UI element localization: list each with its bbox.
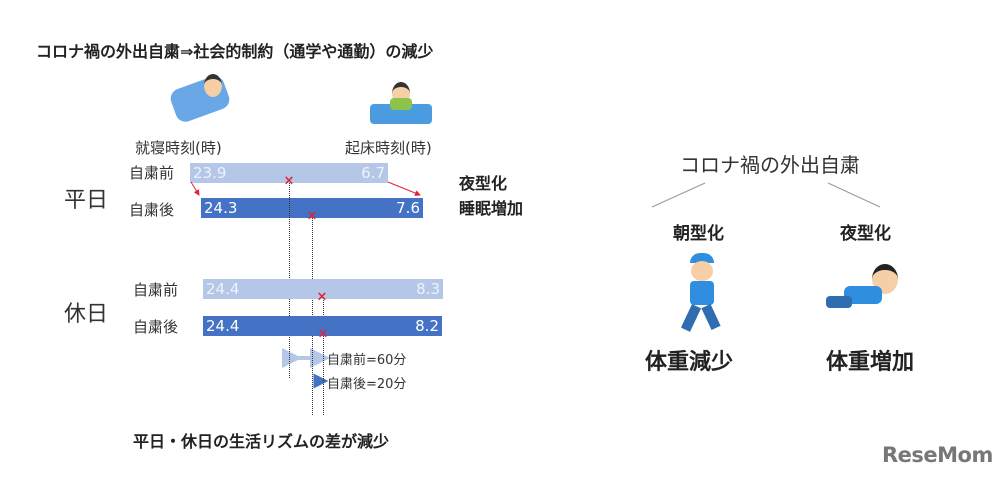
midpoint-line-holiday [323, 300, 324, 415]
bedtime-value: 24.3 [204, 199, 238, 217]
effect-line1: 夜型化 [459, 174, 508, 193]
holiday-before-label: 自粛前 [133, 281, 179, 299]
branch-line-left [651, 182, 706, 208]
weekday-label: 平日 [64, 188, 109, 213]
weekday-before-bar: 23.9 6.7 [190, 163, 388, 183]
branch-line-right [827, 182, 881, 208]
weekday-after-label: 自粛後 [129, 201, 175, 219]
waketime-value: 8.2 [415, 317, 439, 335]
right-title: コロナ禍の外出自粛 [680, 153, 860, 177]
waking-person-illustration [370, 78, 432, 130]
waketime-value: 8.3 [416, 280, 440, 298]
holiday-after-label: 自粛後 [133, 318, 179, 336]
night-type-label: 夜型化 [840, 224, 891, 244]
holiday-label: 休日 [64, 302, 109, 327]
bedtime-value: 24.4 [206, 317, 240, 335]
weekday-after-bar: 24.3 7.6 [201, 198, 423, 218]
midpoint-marker: × [316, 289, 328, 305]
sleeping-person-illustration [167, 72, 233, 125]
weekday-before-label: 自粛前 [129, 164, 175, 182]
waketime-header: 起床時刻(時) [345, 139, 432, 157]
midpoint-marker: × [306, 208, 318, 224]
diff-before-text: 自粛前=60分 [327, 353, 407, 368]
effect-line2: 睡眠増加 [459, 199, 524, 218]
running-person-illustration [678, 253, 728, 333]
waketime-value: 7.6 [396, 199, 420, 217]
midpoint-marker: × [317, 326, 329, 342]
midpoint-marker: × [283, 173, 295, 189]
weight-gain-label: 体重増加 [826, 350, 915, 375]
lying-person-illustration [826, 262, 906, 312]
bedtime-shift-arrow [190, 181, 200, 196]
holiday-before-bar: 24.4 8.3 [203, 279, 443, 299]
bedtime-header: 就寝時刻(時) [135, 139, 222, 157]
bedtime-value: 23.9 [193, 164, 227, 182]
holiday-after-bar: 24.4 8.2 [203, 316, 442, 336]
weight-loss-label: 体重減少 [645, 350, 734, 375]
waketime-shift-arrow [387, 181, 421, 196]
resemom-logo: ReseMom [882, 443, 993, 467]
waketime-value: 6.7 [361, 164, 385, 182]
bedtime-value: 24.4 [206, 280, 240, 298]
diff-after-text: 自粛後=20分 [327, 377, 407, 392]
bottom-conclusion: 平日・休日の生活リズムの差が減少 [133, 432, 390, 451]
diagram-title: コロナ禍の外出自粛⇒社会的制約（通学や通勤）の減少 [36, 42, 434, 61]
morning-type-label: 朝型化 [673, 224, 724, 244]
